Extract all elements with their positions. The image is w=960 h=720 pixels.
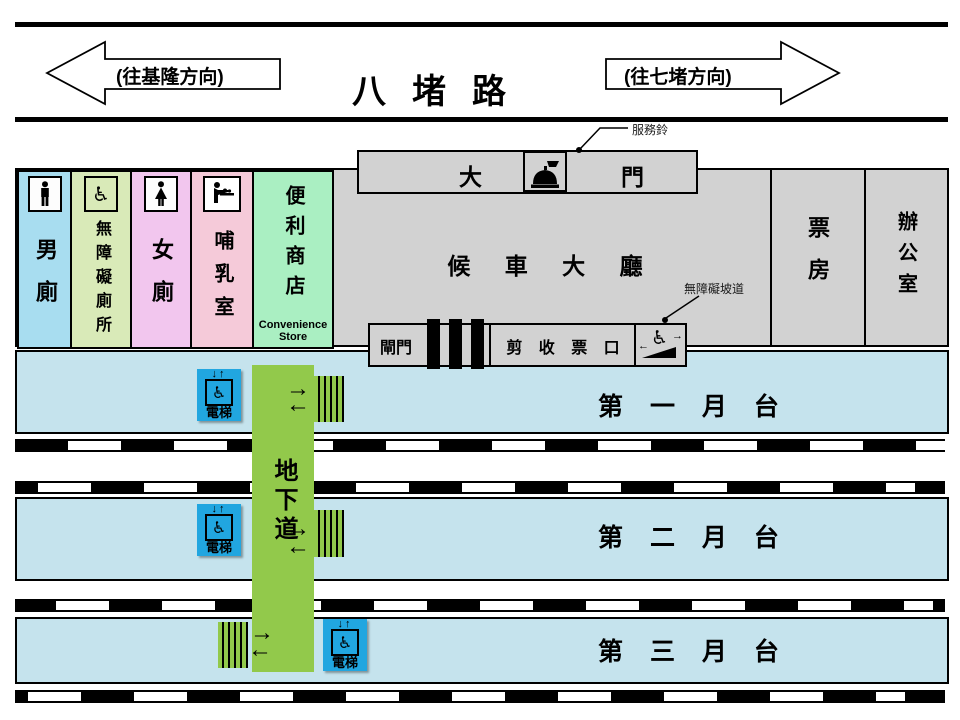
track-line xyxy=(15,690,945,703)
ticket-gate: 閘門 剪 收 票 口 ♿ ← → xyxy=(368,319,687,369)
office-divider xyxy=(864,170,866,345)
room-label: 無障礙廁所 xyxy=(93,219,110,340)
arrow-right-icon: → xyxy=(250,619,274,646)
right-direction-label: (往七堵方向) xyxy=(624,67,732,88)
ticket-room: 票房 xyxy=(770,170,864,345)
road-top-line xyxy=(15,22,948,27)
stairs-platform-2 xyxy=(314,510,344,557)
ticket-gate-divider xyxy=(489,325,491,365)
room-mens-toilet: 男廁 xyxy=(17,170,73,349)
female-icon xyxy=(144,176,178,212)
gate-bar xyxy=(427,319,440,369)
room-label: 哺乳室 xyxy=(211,230,233,329)
room-convenience-store: 便利商店 Convenience Store xyxy=(252,170,334,349)
gate-char-right: 門 xyxy=(621,164,644,190)
ticket-collect-label: 剪 收 票 口 xyxy=(506,340,626,357)
waiting-hall-label: 候 車 大 廳 xyxy=(447,253,657,279)
elevator-arrows-icon: ↓↑ xyxy=(211,368,227,380)
left-direction-label: (往基隆方向) xyxy=(116,67,224,88)
office-label: 辦公室 xyxy=(894,211,917,304)
track-line xyxy=(15,599,945,612)
elevator-wheelchair-icon: ♿ xyxy=(205,514,233,541)
elevator-label: 電梯 xyxy=(205,540,232,555)
platform-1-label: 第 一 月 台 xyxy=(598,393,789,421)
road-bottom-line xyxy=(15,117,948,122)
arrow-right-icon: → xyxy=(286,515,310,542)
right-direction-arrow: (往七堵方向) xyxy=(602,40,842,106)
room-accessible-toilet: ♿ 無障礙廁所 xyxy=(70,170,132,349)
main-gate: 大 門 xyxy=(357,150,698,194)
gate-bar xyxy=(449,319,462,369)
ramp-callout: 無障礙坡道 xyxy=(684,282,745,296)
elevator-platform-3: ↓↑ ♿ 電梯 xyxy=(323,619,367,671)
room-sublabel: Convenience Store xyxy=(258,318,328,344)
room-label: 女廁 xyxy=(149,237,174,322)
room-label: 便利商店 xyxy=(282,185,304,306)
platform-2 xyxy=(15,497,949,581)
underpass-label: 地下道 xyxy=(270,458,297,545)
ticket-room-label: 票房 xyxy=(805,215,830,300)
elevator-wheelchair-icon: ♿ xyxy=(205,379,233,406)
arrow-left-icon: ← xyxy=(286,391,310,418)
accessible-ramp-icon: ♿ ← → xyxy=(638,327,684,361)
elevator-arrows-icon: ↓↑ xyxy=(337,618,353,630)
elevator-label: 電梯 xyxy=(205,405,232,420)
platform-3-label: 第 三 月 台 xyxy=(598,638,789,666)
service-bell-callout: 服務鈴 xyxy=(632,123,669,137)
track-line xyxy=(15,439,945,452)
stairs-platform-3 xyxy=(218,622,248,668)
platform-2-label: 第 二 月 台 xyxy=(598,524,789,552)
room-womens-toilet: 女廁 xyxy=(130,170,192,349)
left-direction-arrow: (往基隆方向) xyxy=(44,40,284,106)
platform-3 xyxy=(15,617,949,684)
track-line xyxy=(15,481,945,494)
service-bell-icon xyxy=(523,151,567,192)
elevator-arrows-icon: ↓↑ xyxy=(211,503,227,515)
gate-char-left: 大 xyxy=(459,164,482,190)
elevator-label: 電梯 xyxy=(331,655,358,670)
room-nursing: 哺乳室 xyxy=(190,170,254,349)
arrow-left-icon: ← xyxy=(248,636,272,663)
room-label: 男廁 xyxy=(33,237,58,322)
ticket-gate-divider xyxy=(634,325,636,365)
elevator-wheelchair-icon: ♿ xyxy=(331,629,359,656)
underpass: 地下道 xyxy=(252,365,314,672)
male-icon xyxy=(28,176,62,212)
arrow-right-icon: → xyxy=(286,375,310,402)
ticket-room-divider xyxy=(770,170,772,345)
stairs-platform-1 xyxy=(314,376,344,422)
wheelchair-icon: ♿ xyxy=(84,176,118,212)
nursing-icon xyxy=(203,176,241,212)
gate-bar xyxy=(471,319,484,369)
road-title: 八堵路 xyxy=(352,73,532,111)
elevator-platform-2: ↓↑ ♿ 電梯 xyxy=(197,504,241,556)
gate-bars-label: 閘門 xyxy=(380,340,413,357)
elevator-platform-1: ↓↑ ♿ 電梯 xyxy=(197,369,241,421)
office: 辦公室 xyxy=(864,170,947,345)
arrow-left-icon: ← xyxy=(286,533,310,560)
